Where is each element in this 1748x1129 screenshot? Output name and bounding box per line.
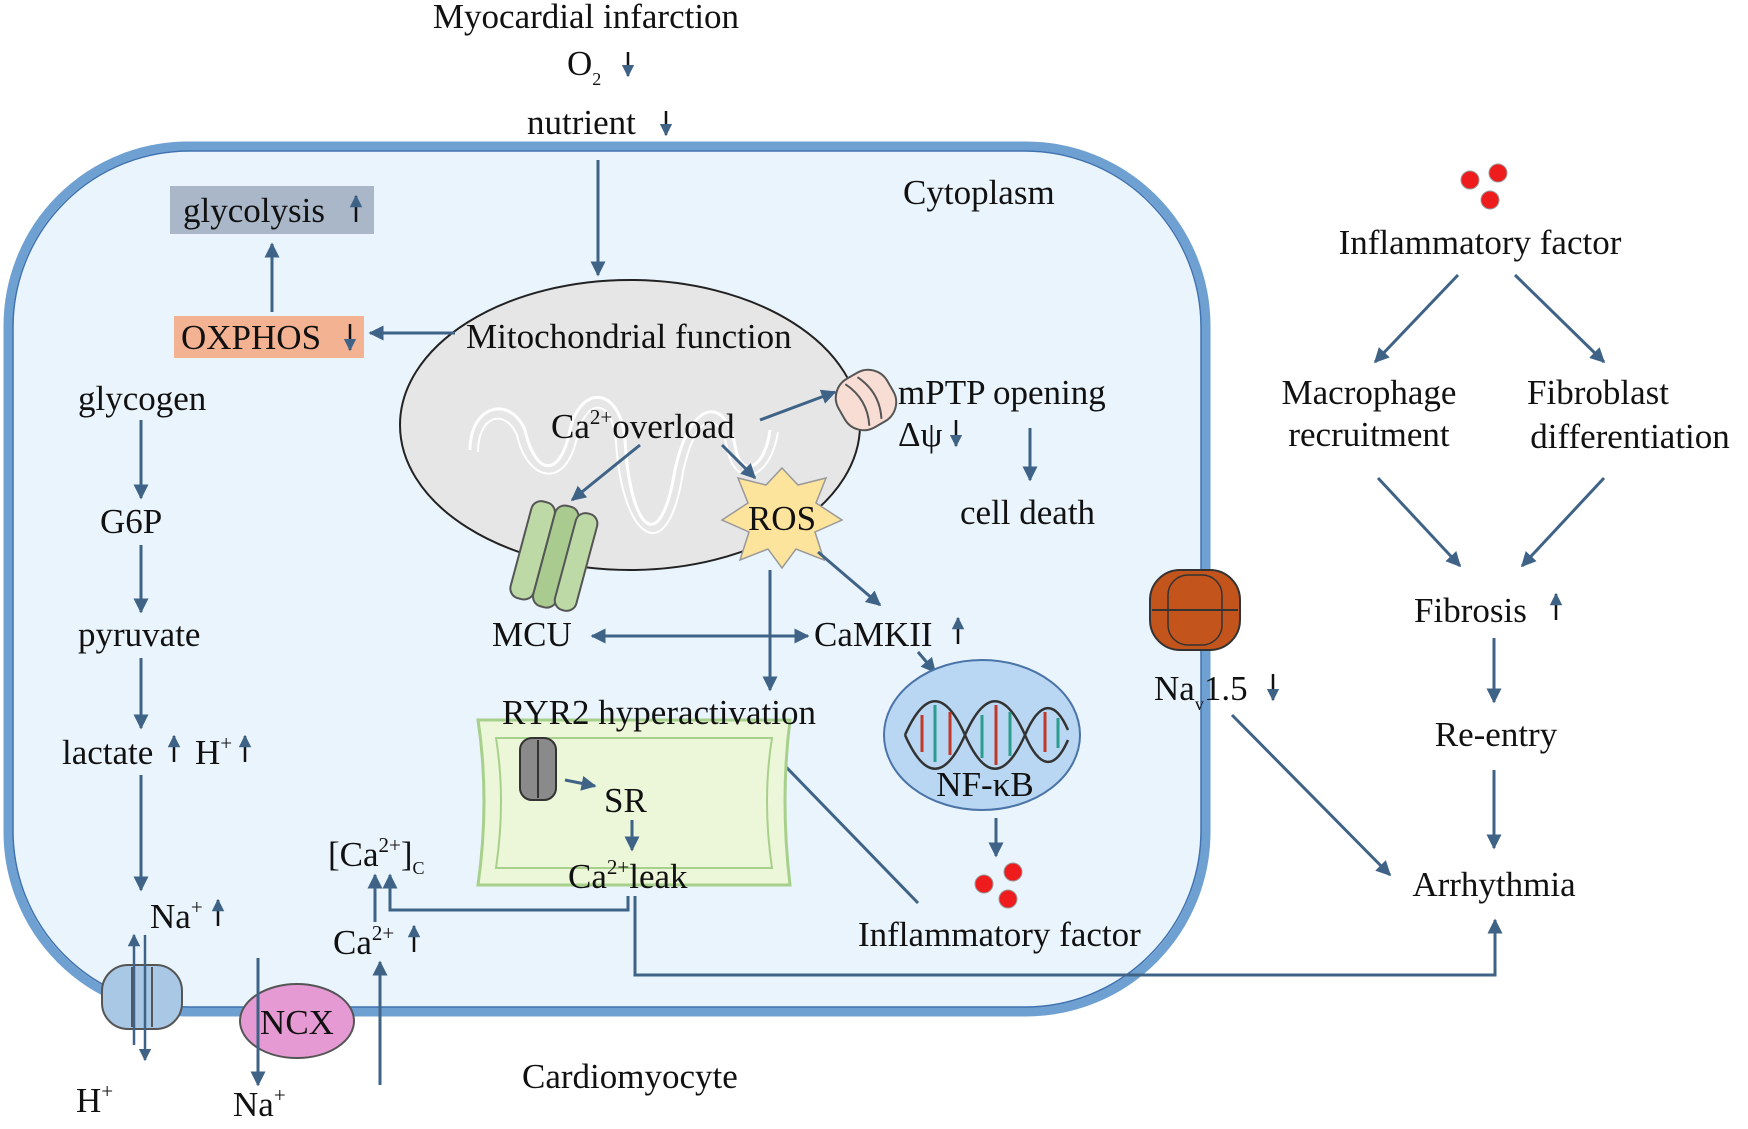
na-inner-text: Na+ <box>150 895 203 936</box>
inflammatory-factor-inner-text: Inflammatory factor <box>858 915 1141 954</box>
arrow-overload-to-mptp <box>759 389 837 422</box>
arrow-macrophage-to-fibrosis <box>1376 476 1462 568</box>
dna-helix-icon <box>903 700 1070 770</box>
nfkb-text: NF-κB <box>936 765 1033 804</box>
pyruvate-text: pyruvate <box>78 615 200 654</box>
fibroblast-text: Fibroblast <box>1527 373 1669 412</box>
h-plus-inner-text: H+ <box>195 731 232 772</box>
h-plus-outer-text: H+ <box>76 1079 113 1120</box>
ros-text: ROS <box>748 499 816 538</box>
inflammatory-factor-dots-outer <box>1460 163 1508 210</box>
ca-overload-text: Ca2+overload <box>551 405 735 446</box>
ryr2-channel-icon <box>519 737 557 801</box>
arrhythmia-text: Arrhythmia <box>1412 865 1576 904</box>
arrow-nav15-to-arrhythmia <box>1230 713 1392 877</box>
ca-increase-text: Ca2+ <box>333 921 394 962</box>
glycolysis-box <box>170 186 374 234</box>
fibrosis-text: Fibrosis <box>1414 591 1527 630</box>
cell-death-text: cell death <box>960 493 1096 532</box>
cardiomyocyte-label: Cardiomyocyte <box>522 1057 738 1096</box>
arrow-inflam-to-fibroblast <box>1513 273 1606 364</box>
arrow-leak-to-cytosolic-ca <box>382 873 630 912</box>
mcu-text: MCU <box>492 615 572 654</box>
ncx-exchanger <box>239 983 355 1059</box>
cytosolic-ca-text: [Ca2+]C <box>328 833 425 878</box>
na-outer-text: Na+ <box>233 1083 286 1124</box>
ryr2-hyperactivation-text: RYR2 hyperactivation <box>502 693 816 732</box>
delta-psi-text: Δψ <box>898 415 943 454</box>
inflammatory-factor-outer-text: Inflammatory factor <box>1339 223 1622 262</box>
arrow-ryr2-to-sr <box>564 775 597 791</box>
camkii-text: CaMKII <box>814 615 933 654</box>
macrophage-text: Macrophage <box>1282 373 1457 412</box>
ncx-text: NCX <box>260 1003 334 1042</box>
nhe-exchanger-icon <box>101 964 183 1030</box>
mptp-pore-icon <box>834 368 898 432</box>
mitochondrial-function-text: Mitochondrial function <box>466 317 792 356</box>
ca-leak-text: Ca2+leak <box>568 855 688 896</box>
arrow-camkii-to-nfkb <box>916 651 937 674</box>
inflammatory-factor-dots-inner <box>974 862 1023 909</box>
oxphos-box <box>174 316 364 358</box>
oxphos-text: OXPHOS <box>181 318 321 357</box>
glycogen-text: glycogen <box>78 379 206 418</box>
nav15-channel-icon <box>1149 569 1241 651</box>
nutrient-text: nutrient <box>527 103 636 142</box>
sr-text: SR <box>604 781 647 820</box>
differentiation-text: differentiation <box>1530 417 1730 456</box>
arrow-ros-to-camkii <box>817 550 882 607</box>
o2-text: O2 <box>567 44 601 89</box>
arrow-leak-to-arrhythmia <box>633 896 1503 977</box>
cytoplasm-label: Cytoplasm <box>903 173 1055 212</box>
ros-star <box>720 466 844 570</box>
sr-inner-outline <box>494 737 774 869</box>
arrow-fibroblast-to-fibrosis <box>1520 476 1606 568</box>
recruitment-text: recruitment <box>1288 415 1450 454</box>
mptp-opening-text: mPTP opening <box>898 373 1106 412</box>
arrow-overload-to-ros <box>720 443 757 480</box>
mcu-channel-icon <box>509 500 599 612</box>
glycolysis-text: glycolysis <box>183 191 325 230</box>
myocardial-infarction-text: Myocardial infarction <box>433 0 739 36</box>
nav15-text: Nav1.5 <box>1154 669 1248 714</box>
lactate-text: lactate <box>62 733 153 772</box>
g6p-text: G6P <box>100 502 162 541</box>
reentry-text: Re-entry <box>1435 715 1558 754</box>
arrow-overload-to-mcu <box>570 443 641 502</box>
arrow-inflam-to-macrophage <box>1373 273 1460 364</box>
